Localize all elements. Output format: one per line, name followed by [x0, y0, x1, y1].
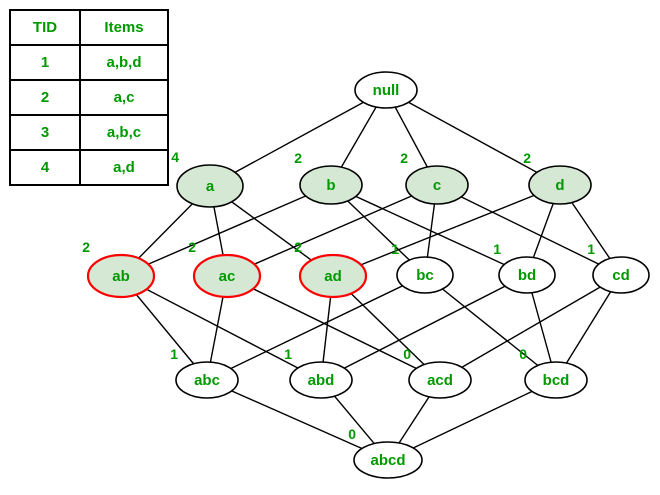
- table-row: 1 a,b,d: [9, 44, 169, 81]
- items-cell: a,b,d: [79, 44, 169, 81]
- items-cell: a,b,c: [79, 114, 169, 151]
- node-ellipse-b: [299, 165, 363, 205]
- lattice-edge-ac-acd: [226, 275, 441, 381]
- node-ellipse-a: [176, 164, 244, 208]
- lattice-edge-c-cd: [436, 184, 622, 276]
- lattice-edge-ab-abd: [120, 275, 322, 381]
- tid-cell: 3: [9, 114, 81, 151]
- node-ellipse-bd: [498, 256, 556, 294]
- node-label-a: a: [206, 178, 215, 195]
- lattice-node-ac: ac 2: [188, 239, 262, 299]
- node-ellipse-abd: [289, 361, 353, 399]
- transaction-table: TID Items 1 a,b,d 2 a,c 3 a,b,c 4 a,d: [9, 9, 169, 186]
- lattice-edge-c-ac: [226, 184, 438, 277]
- node-count-abd: 1: [284, 346, 292, 362]
- node-label-abcd: abcd: [370, 452, 405, 469]
- node-label-cd: cd: [612, 267, 630, 284]
- node-label-b: b: [326, 177, 335, 194]
- table-row: 2 a,c: [9, 79, 169, 116]
- node-ellipse-c: [405, 165, 469, 205]
- tid-cell: 2: [9, 79, 81, 116]
- node-label-bcd: bcd: [543, 372, 570, 389]
- table-row: 3 a,b,c: [9, 114, 169, 151]
- lattice-edge-bcd-abcd: [387, 379, 557, 461]
- node-count-abc: 1: [170, 346, 178, 362]
- node-ellipse-d: [528, 165, 592, 205]
- table-header-items: Items: [79, 9, 169, 46]
- node-count-acd: 0: [403, 346, 411, 362]
- lattice-edge-b-ab: [120, 184, 332, 277]
- tid-cell: 4: [9, 149, 81, 186]
- node-label-bd: bd: [518, 267, 536, 284]
- node-label-acd: acd: [427, 372, 453, 389]
- table-row: 4 a,d: [9, 149, 169, 186]
- node-count-bc: 1: [391, 241, 399, 257]
- lattice-node-abd: abd 1: [284, 346, 353, 399]
- lattice-edge-abc-abcd: [206, 379, 389, 461]
- node-count-a: 4: [171, 149, 179, 165]
- lattice-edge-b-bd: [330, 184, 528, 276]
- node-ellipse-bc: [396, 256, 454, 294]
- lattice-edge-d-ad: [332, 184, 561, 277]
- node-label-null: null: [373, 82, 400, 99]
- node-count-ad: 2: [294, 239, 302, 255]
- lattice-node-bc: bc 1: [391, 241, 454, 294]
- node-ellipse-abcd: [353, 441, 423, 479]
- lattice-edge-bd-abd: [320, 274, 528, 381]
- node-ellipse-null: [354, 71, 418, 109]
- table-header-tid: TID: [9, 9, 81, 46]
- node-label-ab: ab: [112, 268, 130, 285]
- node-label-abc: abc: [194, 372, 220, 389]
- lattice-node-b: b2: [294, 150, 363, 205]
- node-label-abd: abd: [308, 372, 335, 389]
- node-count-abcd: 0: [348, 426, 356, 442]
- lattice-node-c: c2: [400, 150, 469, 205]
- lattice-edge-bc-bcd: [424, 274, 557, 381]
- lattice-node-abcd: abcd 0: [348, 426, 423, 479]
- node-ellipse-cd: [592, 256, 650, 294]
- lattice-node-bd: bd 1: [493, 241, 556, 294]
- node-count-ab: 2: [82, 239, 90, 255]
- lattice-edge-null-a: [209, 89, 387, 187]
- node-ellipse-abc: [175, 361, 239, 399]
- node-ellipse-ac: [192, 253, 262, 299]
- lattice-edge-null-d: [385, 89, 561, 186]
- lattice-node-d: d2: [523, 150, 592, 205]
- lattice-node-null: null: [354, 71, 418, 109]
- node-count-c: 2: [400, 150, 408, 166]
- tid-cell: 1: [9, 44, 81, 81]
- node-ellipse-ab: [86, 253, 156, 299]
- lattice-node-a: a4: [171, 149, 244, 208]
- node-ellipse-ad: [298, 253, 368, 299]
- node-count-cd: 1: [587, 241, 595, 257]
- node-label-ac: ac: [219, 268, 236, 285]
- lattice-node-abc: abc 1: [170, 346, 239, 399]
- items-cell: a,d: [79, 149, 169, 186]
- node-label-bc: bc: [416, 267, 434, 284]
- node-label-c: c: [433, 177, 441, 194]
- lattice-node-ab: ab 2: [82, 239, 156, 299]
- lattice-node-cd: cd 1: [587, 241, 650, 294]
- node-label-d: d: [555, 177, 564, 194]
- node-count-bcd: 0: [519, 346, 527, 362]
- node-label-ad: ad: [324, 268, 342, 285]
- node-count-bd: 1: [493, 241, 501, 257]
- node-count-b: 2: [294, 150, 302, 166]
- table-header-row: TID Items: [9, 9, 169, 46]
- node-ellipse-acd: [408, 361, 472, 399]
- node-count-d: 2: [523, 150, 531, 166]
- lattice-node-ad: ad 2: [294, 239, 368, 299]
- lattice-node-bcd: bcd 0: [519, 346, 588, 399]
- lattice-edge-bc-abc: [206, 274, 426, 381]
- lattice-node-acd: acd 0: [403, 346, 472, 399]
- node-ellipse-bcd: [524, 361, 588, 399]
- node-count-ac: 2: [188, 239, 196, 255]
- items-cell: a,c: [79, 79, 169, 116]
- lattice-edge-cd-acd: [439, 274, 622, 381]
